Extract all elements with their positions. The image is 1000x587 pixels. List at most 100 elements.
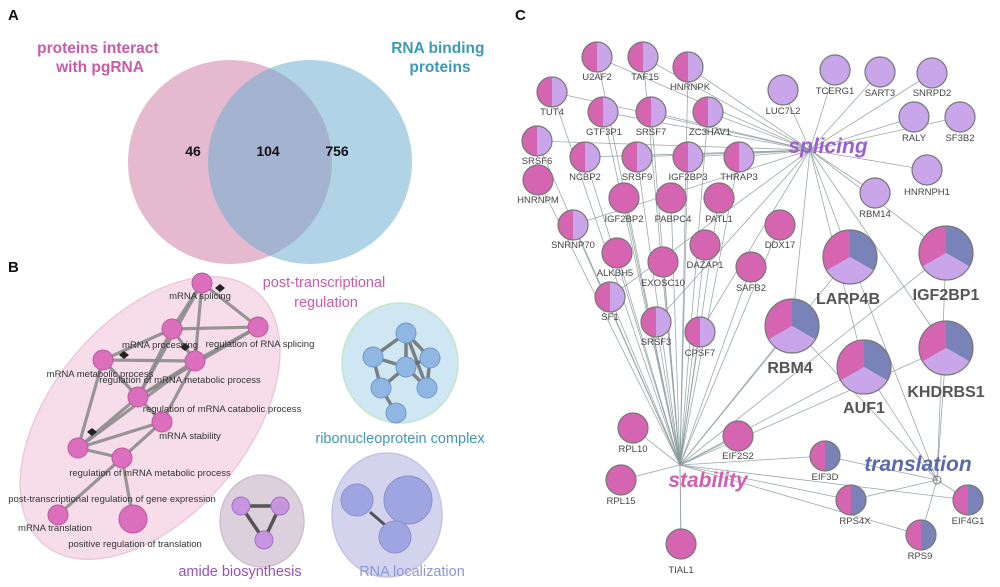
cluster-post-transcriptional [19, 276, 281, 560]
node-slice [792, 299, 819, 340]
enrichment-node [419, 347, 441, 369]
node-outline [836, 339, 892, 395]
node-label-hnrnph1: HNRNPH1 [904, 187, 950, 198]
node-rps9[interactable] [905, 519, 937, 551]
node-tial1[interactable] [665, 528, 697, 560]
node-slice [946, 226, 974, 267]
enrichment-edge [56, 456, 124, 517]
node-rbm14[interactable] [859, 177, 891, 209]
node-eif4g1[interactable] [952, 484, 984, 516]
node-slice [825, 441, 840, 471]
node-srsf6[interactable] [521, 125, 553, 157]
node-auf1[interactable] [836, 339, 892, 395]
enrichment-node [67, 437, 89, 459]
node-label-luc7l2: LUC7L2 [766, 106, 801, 117]
node-slice [919, 226, 946, 267]
node-alkbh5[interactable] [601, 237, 633, 269]
node-u2af2[interactable] [581, 41, 613, 73]
node-slice [522, 126, 537, 156]
node-label-patl1: PATL1 [705, 214, 733, 225]
node-outline [684, 316, 716, 348]
enrichment-node [92, 349, 114, 371]
node-pabpc4[interactable] [655, 182, 687, 214]
node-srsf9[interactable] [621, 141, 653, 173]
node-rbm4[interactable] [764, 298, 820, 354]
node-sf3b2[interactable] [944, 101, 976, 133]
node-label-u2af2: U2AF2 [582, 72, 612, 83]
network-edge [679, 347, 947, 466]
node-srsf3[interactable] [640, 306, 672, 338]
node-tut4[interactable] [536, 76, 568, 108]
node-eif2s2[interactable] [722, 420, 754, 452]
network-edge [679, 464, 969, 501]
group-label-rnp: ribonucleoprotein complex [315, 431, 485, 447]
node-slice [864, 340, 891, 381]
node-hnrnpk[interactable] [672, 51, 704, 83]
enrichment-edge [102, 327, 173, 362]
node-taf15[interactable] [627, 41, 659, 73]
node-tcerg1[interactable] [819, 54, 851, 86]
node-outline [536, 76, 568, 108]
node-label-rps9: RPS9 [908, 551, 933, 562]
node-larp4b[interactable] [822, 229, 878, 285]
node-igf2bp2[interactable] [608, 182, 640, 214]
node-slice [836, 340, 864, 381]
enrichment-term-label: positive regulation of translation [68, 539, 202, 550]
edge-arrow [119, 351, 129, 359]
node-hnrnpm[interactable] [522, 164, 554, 196]
node-outline [918, 320, 974, 376]
node-slice [906, 520, 921, 550]
node-outline [764, 298, 820, 354]
node-raly[interactable] [898, 101, 930, 133]
network-edge [616, 252, 681, 466]
node-igf2bp1[interactable] [918, 225, 974, 281]
enrichment-node [151, 411, 173, 433]
network-edge [679, 111, 709, 466]
node-snrpd2[interactable] [916, 57, 948, 89]
enrichment-node [118, 504, 148, 534]
node-cpsf7[interactable] [684, 316, 716, 348]
enrichment-node [383, 475, 433, 525]
node-slice [810, 441, 825, 471]
node-patl1[interactable] [703, 182, 735, 214]
node-label-raly: RALY [902, 133, 927, 144]
node-eif3d[interactable] [809, 440, 841, 472]
node-luc7l2[interactable] [767, 74, 799, 106]
enrichment-node [191, 272, 213, 294]
node-slice [673, 52, 688, 82]
node-label-ddx17: DDX17 [765, 240, 796, 251]
node-exosc10[interactable] [647, 246, 679, 278]
node-slice [946, 321, 974, 362]
node-thrap3[interactable] [723, 141, 755, 173]
node-dazap1[interactable] [689, 229, 721, 261]
node-safb2[interactable] [735, 251, 767, 283]
node-ncbp2[interactable] [569, 141, 601, 173]
node-hnrnph1[interactable] [911, 154, 943, 186]
node-sart3[interactable] [864, 56, 896, 88]
enrichment-node [395, 356, 417, 378]
network-edge [824, 455, 938, 481]
node-gtf3p1[interactable] [587, 96, 619, 128]
network-edge [655, 149, 811, 323]
node-rps4x[interactable] [835, 484, 867, 516]
node-label-eif3d: EIF3D [812, 472, 839, 483]
network-edge [679, 266, 752, 466]
node-srsf7[interactable] [635, 96, 667, 128]
node-igf2bp3[interactable] [672, 141, 704, 173]
enrichment-node [370, 377, 392, 399]
node-rpl15[interactable] [605, 464, 637, 496]
node-label-rps4x: RPS4X [839, 516, 871, 527]
node-rpl10[interactable] [617, 412, 649, 444]
node-label-exosc10: EXOSC10 [641, 278, 685, 289]
node-snrnp70[interactable] [557, 209, 589, 241]
node-slice [622, 142, 637, 172]
node-zc3hav1[interactable] [692, 96, 724, 128]
node-slice [597, 42, 612, 72]
node-khdrbs1[interactable] [918, 320, 974, 376]
node-ddx17[interactable] [764, 209, 796, 241]
network-edge [584, 156, 681, 466]
node-slice [688, 52, 703, 82]
node-sf1[interactable] [594, 281, 626, 313]
network-edge [809, 149, 928, 171]
